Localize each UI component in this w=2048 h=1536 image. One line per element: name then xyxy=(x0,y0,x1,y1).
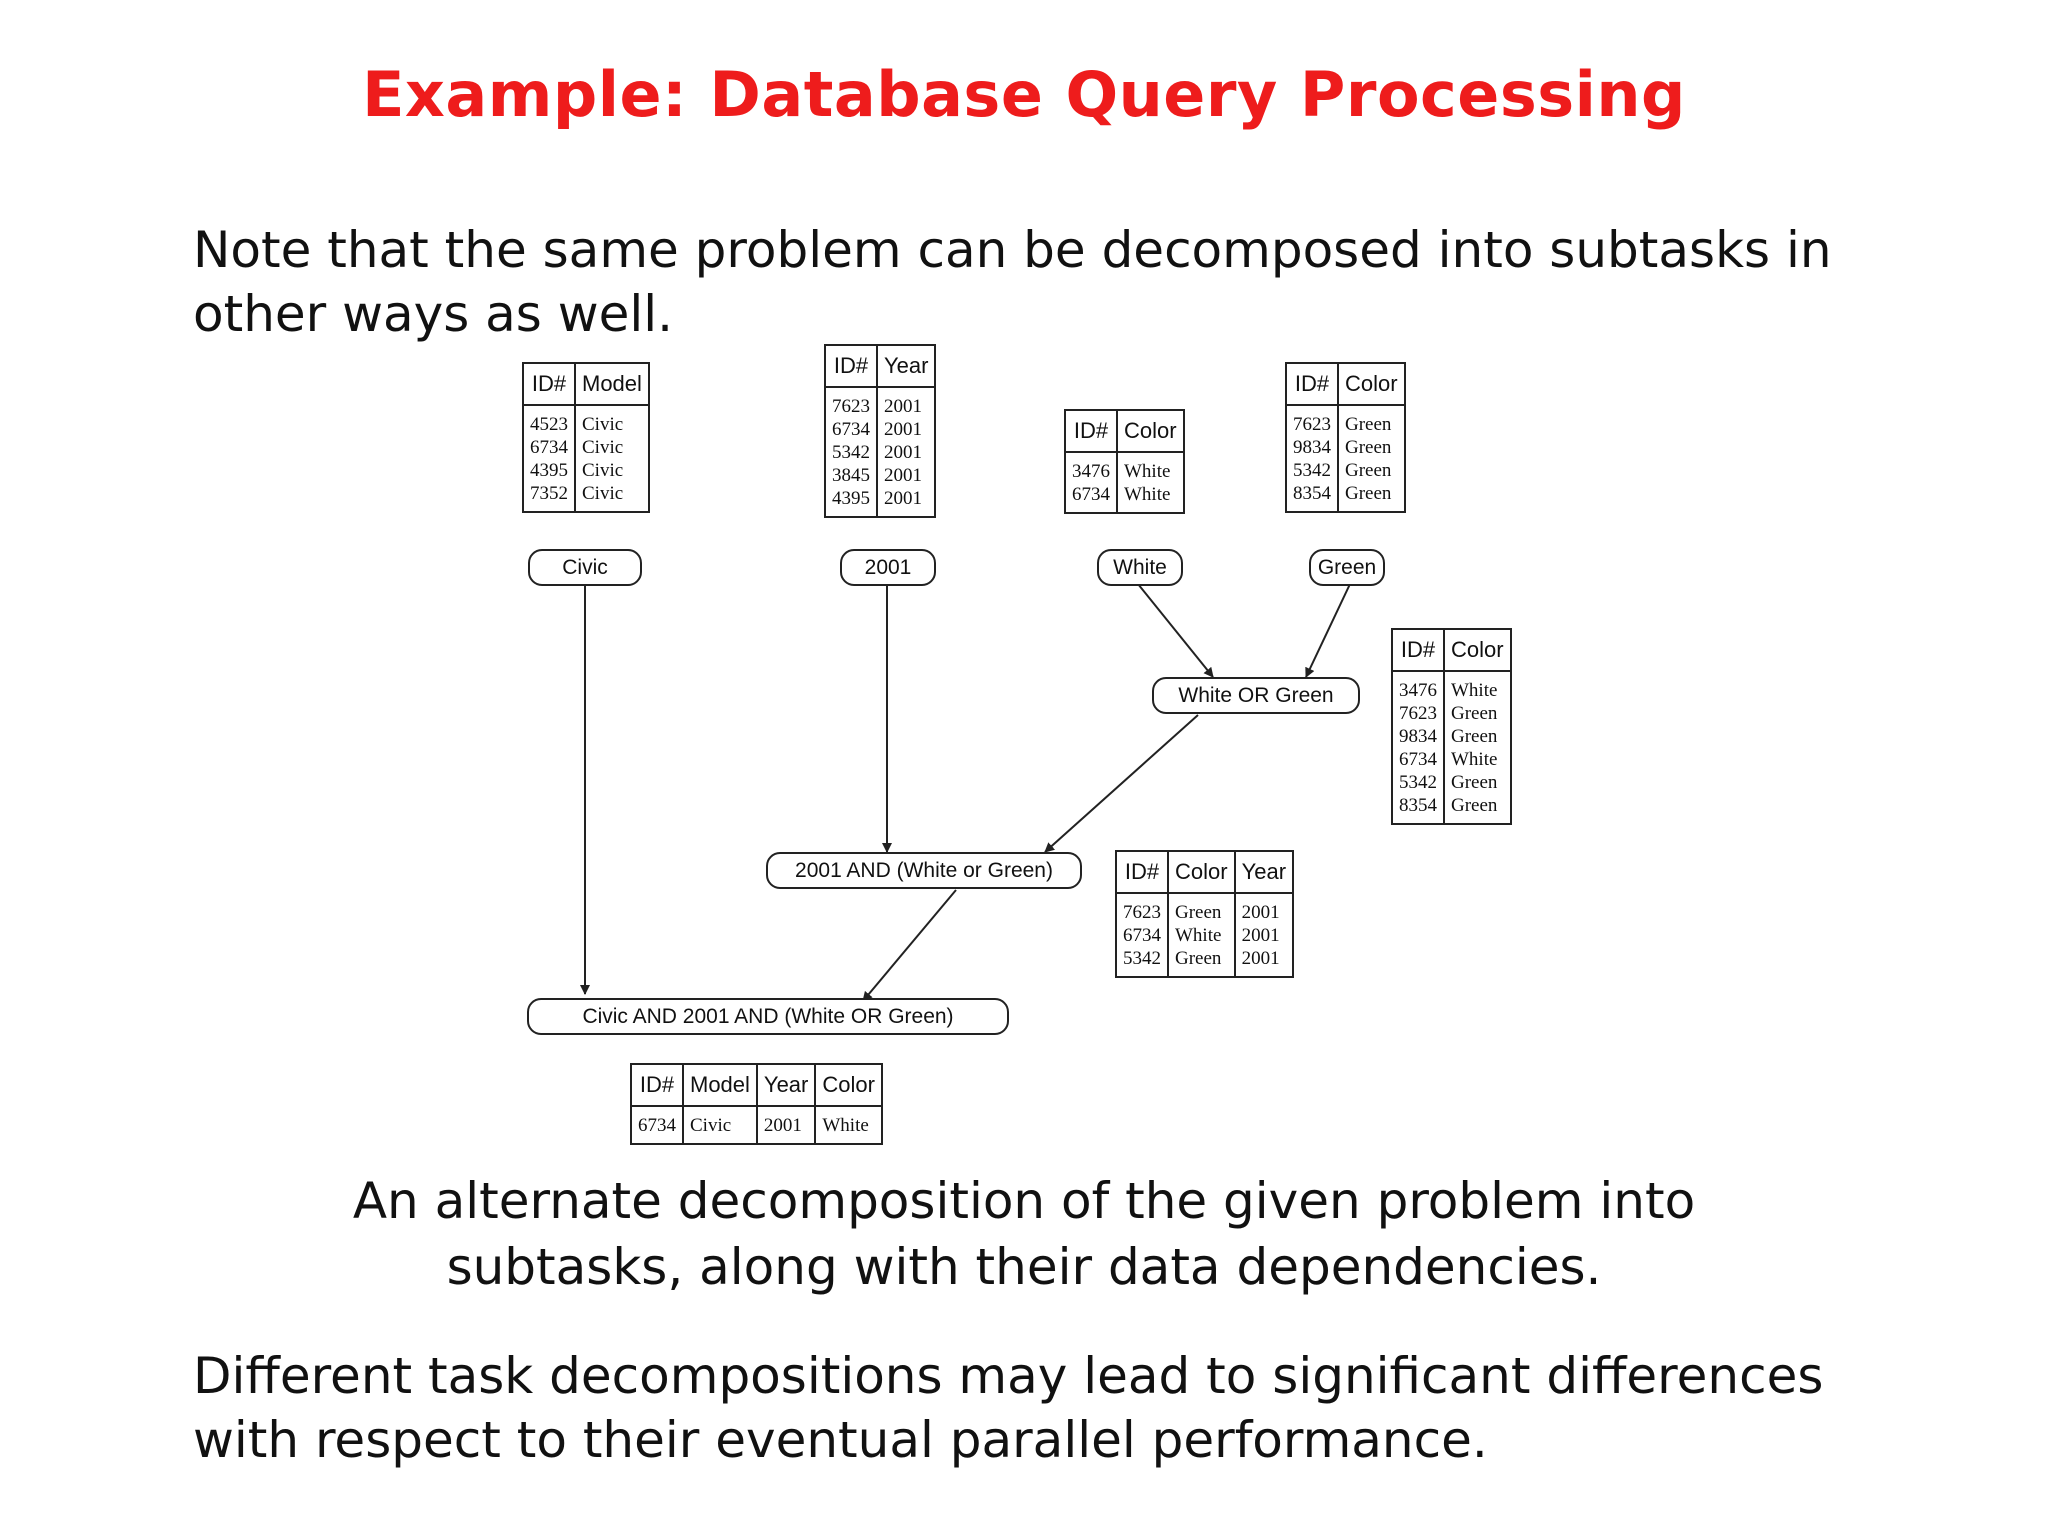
table-cell: 6734 xyxy=(1123,925,1161,946)
table-cell: White xyxy=(1167,924,1235,947)
table-cell: 8354 xyxy=(1293,483,1331,504)
table-cell: 6734 xyxy=(1072,484,1110,505)
table-header-cell: ID# xyxy=(1393,630,1444,672)
table-header-cell: ID# xyxy=(826,346,877,388)
node-green: Green xyxy=(1309,549,1385,586)
table-cell: 4395 xyxy=(832,488,870,509)
edge-white-or-green-to-year-and-color xyxy=(1044,714,1199,853)
table-cell: 7623 xyxy=(1293,414,1331,435)
table-cell: 2001 xyxy=(875,418,935,441)
table-cell: 2001 xyxy=(875,387,935,418)
table-cell: 3476 xyxy=(1072,461,1110,482)
table-cell: Green xyxy=(1443,725,1510,748)
table-cell: 6734 xyxy=(1399,749,1437,770)
table-cell: Green xyxy=(1337,436,1404,459)
table-header-cell: Color xyxy=(1337,364,1404,406)
figure-caption: An alternate decomposition of the given … xyxy=(0,1168,2048,1300)
edge-green-to-white-or-green xyxy=(1305,583,1351,678)
table-cell: 4523 xyxy=(530,414,568,435)
table-cell: 2001 xyxy=(875,441,935,464)
table-header-cell: Color xyxy=(1167,852,1235,894)
slide-title: Example: Database Query Processing xyxy=(362,58,1686,131)
table-cell: White xyxy=(1443,748,1510,771)
table-cell: Green xyxy=(1443,702,1510,725)
table-cell: 2001 xyxy=(875,464,935,487)
table-cell: 2001 xyxy=(1233,947,1293,976)
table-cell: 7623 xyxy=(832,396,870,417)
table-cell: 5342 xyxy=(1123,948,1161,969)
table-header-cell: Color xyxy=(1443,630,1510,672)
table-cell: White xyxy=(814,1106,881,1143)
table-cell: 2001 xyxy=(875,487,935,516)
table-cell: Civic xyxy=(574,459,648,482)
table-cell: 2001 xyxy=(1233,924,1293,947)
table-cell: Civic xyxy=(574,436,648,459)
table-header-cell: ID# xyxy=(1287,364,1338,406)
table-header-cell: Color xyxy=(814,1065,881,1107)
table-cell: Civic xyxy=(574,482,648,511)
table-header-cell: Year xyxy=(755,1065,816,1107)
table-cell: Green xyxy=(1167,893,1235,924)
table-cell: 4395 xyxy=(530,460,568,481)
table-cell: Civic xyxy=(574,405,648,436)
table-header-cell: Color xyxy=(1116,411,1183,453)
edge-year-and-color-to-final xyxy=(862,889,957,1002)
table-cell: Green xyxy=(1337,405,1404,436)
table-cell: Green xyxy=(1167,947,1235,976)
table-cell: 7352 xyxy=(530,483,568,504)
table-cell: Civic xyxy=(682,1106,757,1143)
table-cell: 8354 xyxy=(1399,795,1437,816)
table-cell: White xyxy=(1443,671,1510,702)
node-white: White xyxy=(1097,549,1183,586)
table-cell: 6734 xyxy=(832,419,870,440)
table-cell: White xyxy=(1116,452,1183,483)
intro-text: Note that the same problem can be decomp… xyxy=(193,221,1832,343)
node-white-or-green: White OR Green xyxy=(1152,677,1360,714)
table-cell: 7623 xyxy=(1123,902,1161,923)
table-cell: 2001 xyxy=(1233,893,1293,924)
table-cell: Green xyxy=(1443,771,1510,794)
table-cell: 6734 xyxy=(530,437,568,458)
node-civic: Civic xyxy=(528,549,642,586)
table-cell: 5342 xyxy=(832,442,870,463)
edge-white-to-white-or-green xyxy=(1137,583,1214,678)
table-cell: Green xyxy=(1337,482,1404,511)
node-civic-and-2001-and-white-or-green: Civic AND 2001 AND (White OR Green) xyxy=(527,998,1009,1035)
table-cell: 3476 xyxy=(1399,680,1437,701)
table-cell: 6734 xyxy=(638,1115,676,1136)
table-cell: Green xyxy=(1337,459,1404,482)
table-cell: Green xyxy=(1443,794,1510,823)
caption-line-2: subtasks, along with their data dependen… xyxy=(446,1238,1602,1296)
conclusion-text: Different task decompositions may lead t… xyxy=(193,1347,1824,1469)
node-2001-and-white-or-green: 2001 AND (White or Green) xyxy=(766,852,1082,889)
table-cell: 2001 xyxy=(755,1106,816,1143)
table-header-cell: ID# xyxy=(524,364,575,406)
table-cell: 9834 xyxy=(1293,437,1331,458)
table-header-cell: Model xyxy=(682,1065,757,1107)
table-cell: White xyxy=(1116,483,1183,512)
table-cell: 5342 xyxy=(1293,460,1331,481)
node-2001: 2001 xyxy=(840,549,936,586)
table-cell: 9834 xyxy=(1399,726,1437,747)
table-header-cell: Year xyxy=(1233,852,1293,894)
table-header-cell: Model xyxy=(574,364,648,406)
caption-line-1: An alternate decomposition of the given … xyxy=(352,1172,1696,1230)
table-header-cell: ID# xyxy=(632,1065,683,1107)
table-cell: 5342 xyxy=(1399,772,1437,793)
table-header-cell: Year xyxy=(875,346,935,388)
table-header-cell: ID# xyxy=(1066,411,1117,453)
table-cell: 7623 xyxy=(1399,703,1437,724)
table-header-cell: ID# xyxy=(1117,852,1168,894)
table-cell: 3845 xyxy=(832,465,870,486)
